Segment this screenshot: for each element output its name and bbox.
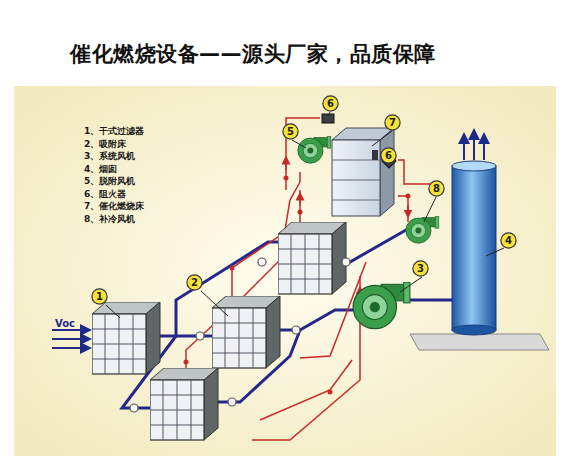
exhaust-arrow	[463, 138, 465, 160]
page-title: 催化燃烧设备——源头厂家，品质保障	[70, 40, 436, 68]
inlet-label: Voc	[55, 318, 75, 329]
callout-circle: 3	[412, 260, 429, 277]
desorption-fan	[298, 136, 331, 163]
inlet-arrow	[52, 330, 86, 348]
part-name: 8、补冷风机	[84, 214, 135, 225]
callout-number: 6	[380, 147, 397, 164]
callout-circle: 6	[380, 147, 397, 164]
adsorption-bed	[150, 368, 218, 440]
callout-number: 4	[500, 232, 517, 249]
callout-number: 5	[282, 123, 299, 140]
valve	[130, 258, 350, 412]
callout-circle: 2	[186, 274, 203, 291]
system-fan	[353, 282, 410, 329]
callout-circle: 6	[322, 95, 339, 112]
exhaust-arrow	[473, 134, 475, 160]
callout-number: 1	[91, 288, 108, 305]
callout-circle: 5	[282, 123, 299, 140]
callout-circle: 1	[91, 288, 108, 305]
part-name: 2、吸附床	[84, 139, 126, 150]
dry-filter	[92, 302, 160, 374]
callout-circle: 8	[428, 180, 445, 197]
valve-dot	[184, 176, 411, 395]
catalytic-bed	[332, 128, 394, 216]
part-name: 5、脱附风机	[84, 176, 135, 187]
cooling-fan	[406, 216, 439, 243]
chimney	[452, 166, 496, 330]
callout-number: 7	[384, 114, 401, 131]
leader-line	[106, 112, 504, 318]
callout-circle: 4	[500, 232, 517, 249]
callout-number: 6	[322, 95, 339, 112]
callout-number: 8	[428, 180, 445, 197]
desorption-pipe	[186, 118, 430, 440]
part-name: 1、干式过滤器	[84, 126, 144, 137]
adsorption-bed	[278, 222, 346, 294]
exhaust-arrow	[483, 138, 485, 160]
callout-circle: 7	[384, 114, 401, 131]
adsorption-bed	[212, 296, 280, 368]
part-name: 7、催化燃烧床	[84, 201, 144, 212]
callout-number: 3	[412, 260, 429, 277]
background-panel	[14, 86, 556, 456]
callout-number: 2	[186, 274, 203, 291]
chimney-base	[410, 334, 549, 350]
part-name: 6、阻火器	[84, 189, 126, 200]
part-name: 4、烟囱	[84, 164, 117, 175]
part-name: 3、系统风机	[84, 151, 135, 162]
